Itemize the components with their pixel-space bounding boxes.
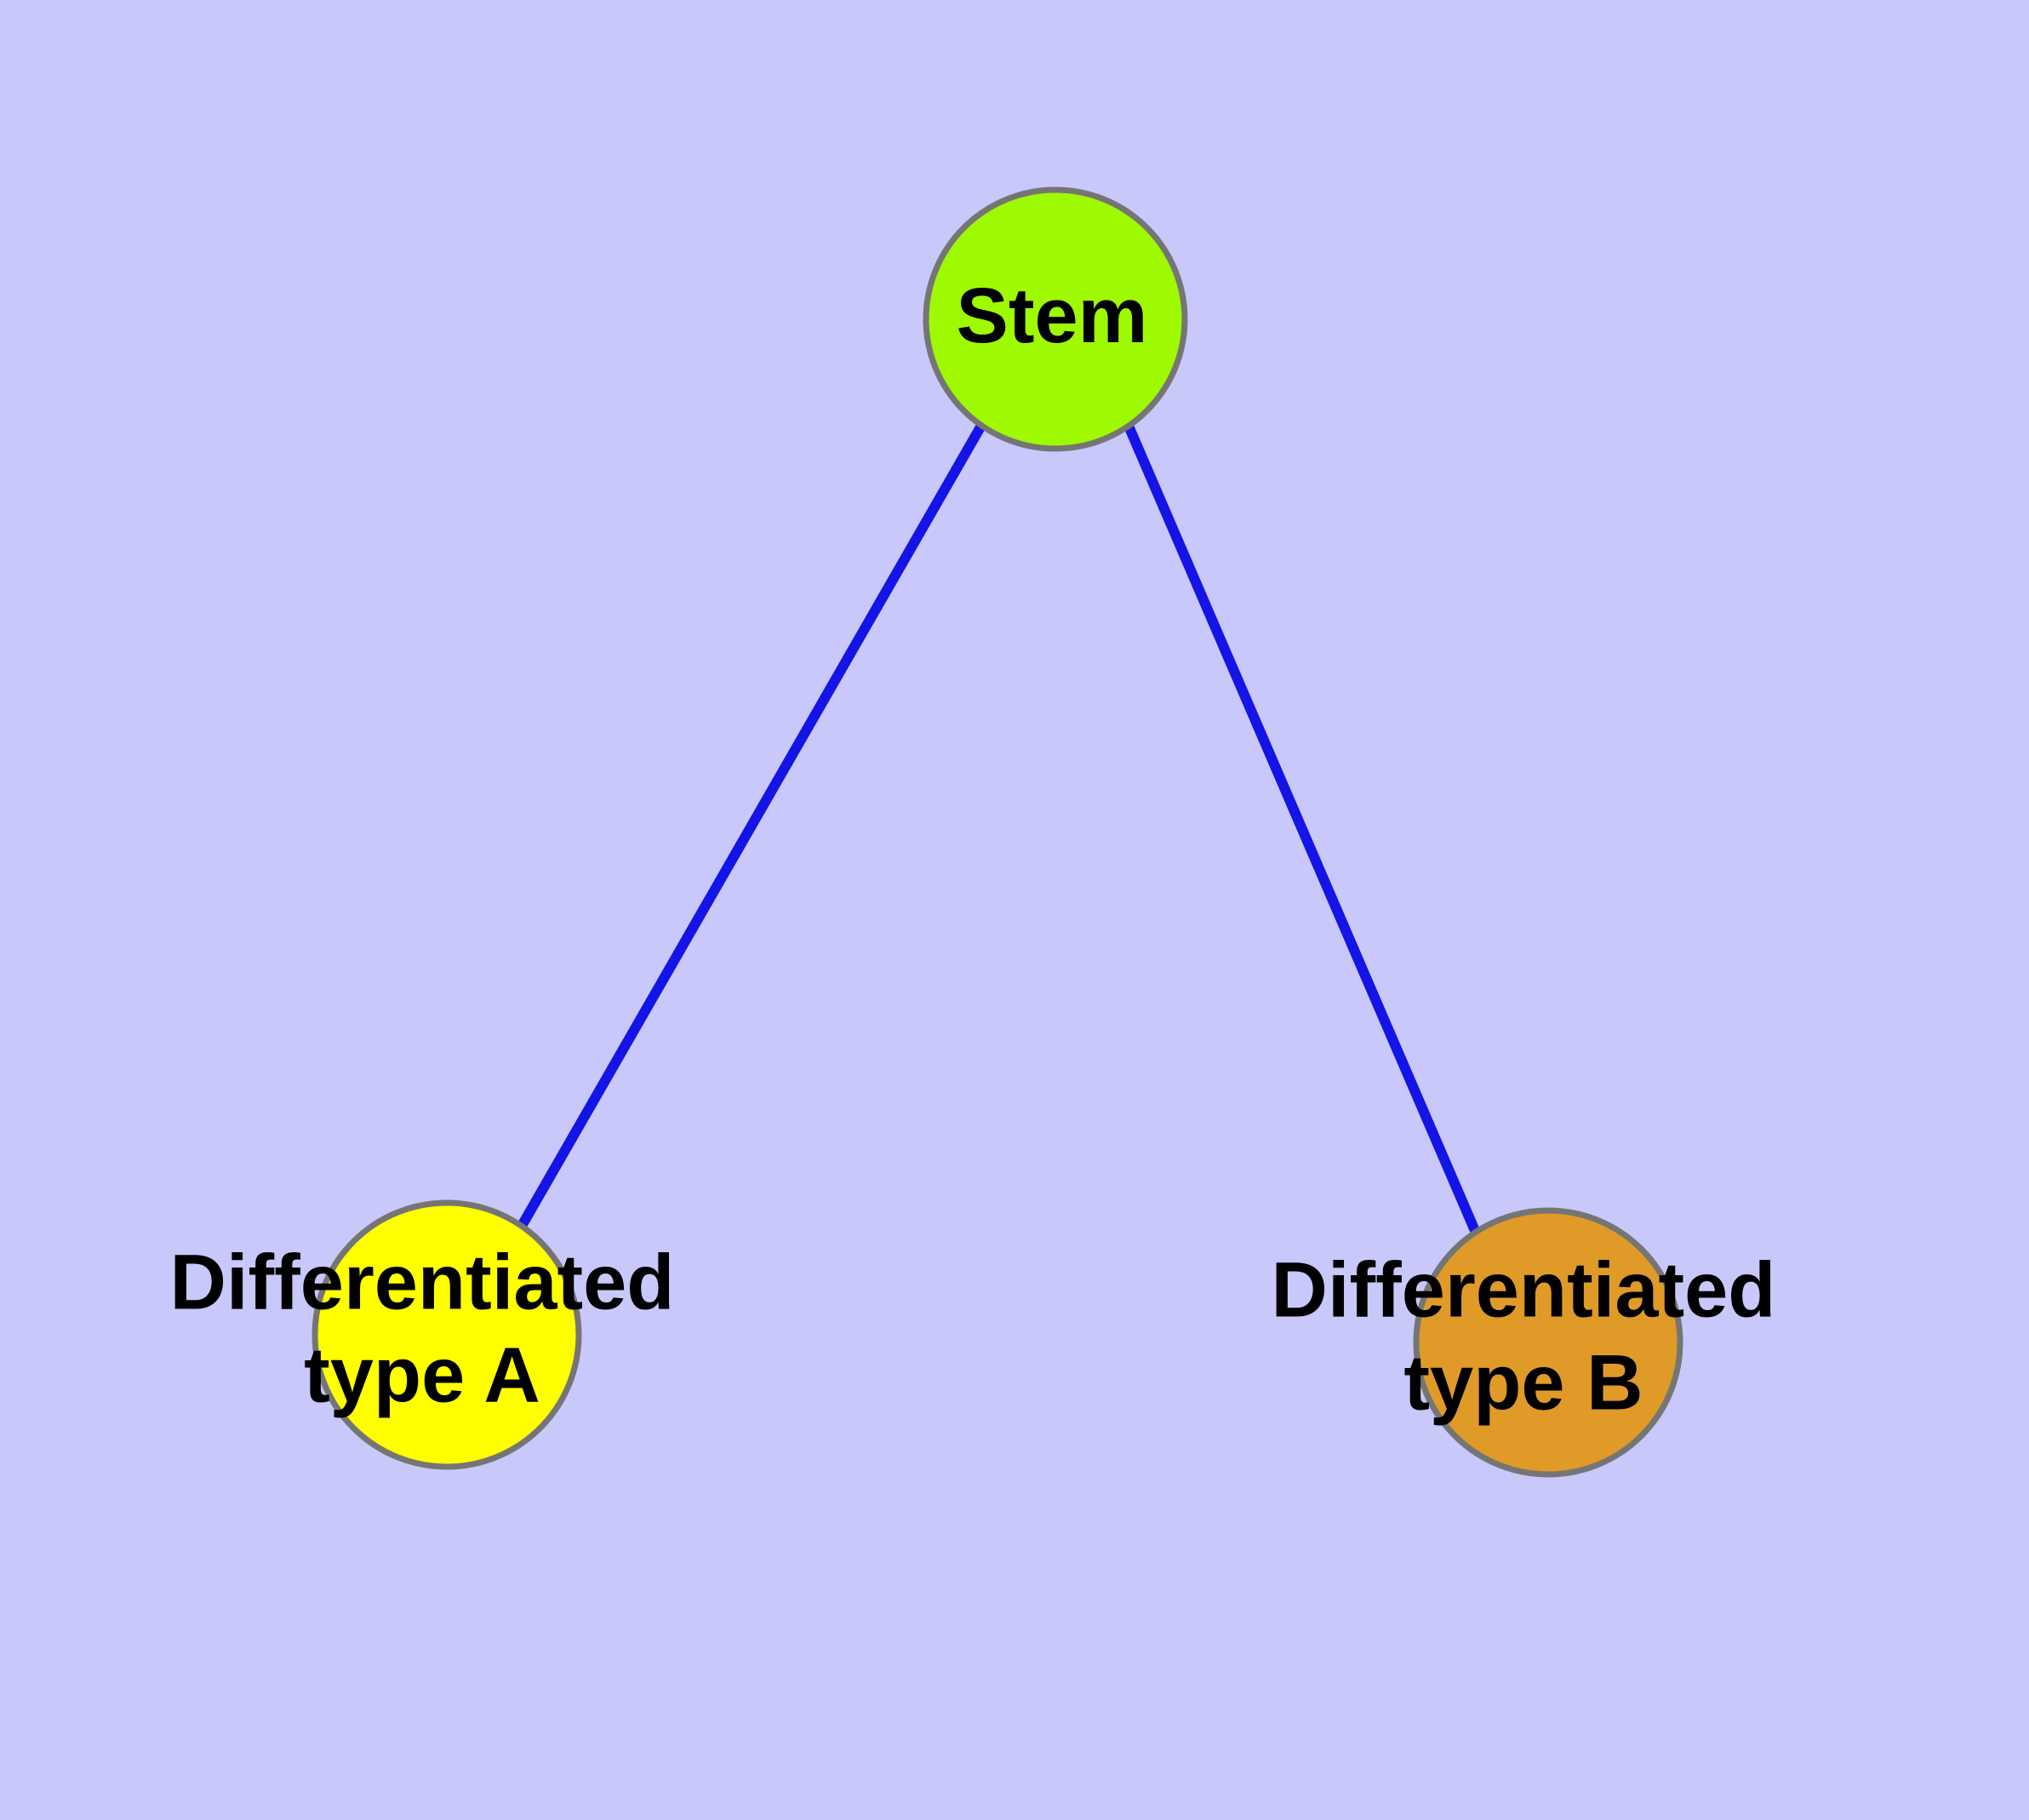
node-stem[interactable] — [923, 186, 1188, 452]
node-diff-type-b[interactable] — [1413, 1207, 1683, 1478]
edge-stem-to-type-a — [517, 423, 986, 1228]
node-label-line: Differentiated — [170, 1239, 675, 1326]
edges-group — [517, 421, 1481, 1235]
node-label-line: type A — [304, 1332, 540, 1419]
node-label-line: type B — [1403, 1340, 1643, 1427]
node-diff-type-a[interactable] — [311, 1199, 582, 1470]
nodes-group — [311, 186, 1683, 1478]
node-label-line: Differentiated — [1272, 1247, 1776, 1334]
node-label-line: Stem — [957, 272, 1148, 359]
edge-stem-to-type-b — [1123, 421, 1481, 1235]
node-label-stem: Stem — [957, 272, 1148, 359]
